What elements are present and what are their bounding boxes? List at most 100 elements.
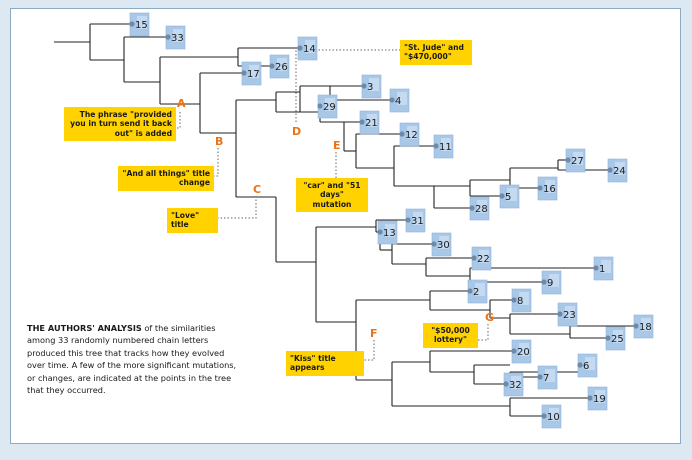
leaf-node-dot bbox=[165, 34, 171, 40]
letter-page-icon bbox=[397, 92, 407, 105]
chain-letter-5: 5 bbox=[499, 184, 520, 209]
leaf-node-dot bbox=[241, 70, 247, 76]
chain-letter-31: 31 bbox=[405, 208, 426, 233]
letter-page-icon bbox=[545, 369, 555, 382]
letter-page-icon bbox=[367, 114, 377, 127]
letter-page-icon bbox=[549, 274, 559, 287]
leaf-node-dot bbox=[433, 143, 439, 149]
letter-page-icon bbox=[613, 330, 623, 343]
leaf-node-dot bbox=[361, 83, 367, 89]
chain-letter-2: 2 bbox=[467, 279, 488, 304]
letter-page-icon bbox=[565, 306, 575, 319]
leaf-node-dot bbox=[377, 229, 383, 235]
callout-a: The phrase "provided you in turn send it… bbox=[64, 107, 176, 141]
letter-page-icon bbox=[173, 29, 183, 42]
leaf-node-dot bbox=[469, 205, 475, 211]
leaf-node-dot bbox=[577, 362, 583, 368]
leaf-node-dot bbox=[541, 279, 547, 285]
leaf-label: 5 bbox=[505, 192, 511, 203]
leaf-label: 32 bbox=[509, 380, 522, 391]
node-label-a: A bbox=[177, 97, 186, 110]
leaf-label: 8 bbox=[517, 296, 523, 307]
leaf-label: 19 bbox=[593, 394, 606, 405]
leaf-label: 1 bbox=[599, 264, 605, 275]
leaf-label: 26 bbox=[275, 62, 288, 73]
leaf-node-dot bbox=[605, 335, 611, 341]
letter-page-icon bbox=[549, 408, 559, 421]
leaf-label: 9 bbox=[547, 278, 553, 289]
letter-page-icon bbox=[413, 212, 423, 225]
leaf-node-dot bbox=[537, 374, 543, 380]
leaf-label: 16 bbox=[543, 184, 556, 195]
leaf-label: 12 bbox=[405, 130, 418, 141]
chain-letter-4: 4 bbox=[389, 88, 410, 113]
callout-g: "$50,000 lottery" bbox=[423, 323, 478, 348]
chain-letter-18: 18 bbox=[633, 314, 654, 339]
leaf-node-dot bbox=[317, 103, 323, 109]
chain-letter-21: 21 bbox=[359, 110, 380, 135]
callout-leader-lines bbox=[176, 49, 489, 361]
chain-letter-33: 33 bbox=[165, 25, 186, 50]
leaf-node-dot bbox=[467, 288, 473, 294]
chain-letter-8: 8 bbox=[511, 288, 532, 313]
letter-page-icon bbox=[477, 200, 487, 213]
chain-letter-30: 30 bbox=[431, 232, 452, 257]
leaf-node-dot bbox=[587, 395, 593, 401]
figure-caption: THE AUTHORS' ANALYSIS of the similaritie… bbox=[27, 322, 237, 397]
letter-page-icon bbox=[439, 236, 449, 249]
leaf-label: 13 bbox=[383, 228, 396, 239]
leaf-node-dot bbox=[633, 323, 639, 329]
chain-letter-23: 23 bbox=[557, 302, 578, 327]
leaf-label: 6 bbox=[583, 361, 589, 372]
chain-letter-25: 25 bbox=[605, 326, 626, 351]
letter-page-icon bbox=[137, 16, 147, 29]
leaf-label: 18 bbox=[639, 322, 652, 333]
leaf-node-dot bbox=[607, 167, 613, 173]
node-label-f: F bbox=[370, 327, 378, 340]
leaf-label: 29 bbox=[323, 102, 336, 113]
leaf-label: 21 bbox=[365, 118, 378, 129]
letter-page-icon bbox=[519, 292, 529, 305]
chain-letter-16: 16 bbox=[537, 176, 558, 201]
chain-letter-15: 15 bbox=[129, 12, 150, 37]
letter-page-icon bbox=[615, 162, 625, 175]
leaf-label: 30 bbox=[437, 240, 450, 251]
leaf-node-dot bbox=[269, 63, 275, 69]
letter-page-icon bbox=[369, 78, 379, 91]
callout-c: "Love" title bbox=[167, 208, 218, 233]
node-label-e: E bbox=[333, 139, 341, 152]
leaf-label: 4 bbox=[395, 96, 401, 107]
leaf-node-dot bbox=[593, 265, 599, 271]
chain-letter-26: 26 bbox=[269, 54, 290, 79]
chain-letter-14: 14 bbox=[297, 36, 318, 61]
chain-letter-20: 20 bbox=[511, 339, 532, 364]
chain-letter-6: 6 bbox=[577, 353, 598, 378]
node-label-g: G bbox=[485, 311, 494, 324]
letter-page-icon bbox=[595, 390, 605, 403]
chain-letter-27: 27 bbox=[565, 148, 586, 173]
letter-page-icon bbox=[511, 376, 521, 389]
caption-body: of the similarities among 33 randomly nu… bbox=[27, 323, 237, 396]
leaf-label: 20 bbox=[517, 347, 530, 358]
mutation-nodes: A B C D E F G bbox=[177, 97, 494, 340]
letter-page-icon bbox=[441, 138, 451, 151]
leaf-letters: 1533142617342921121127241652831133022192… bbox=[129, 12, 654, 429]
callout-f: "Kiss" title appears bbox=[286, 351, 364, 376]
leaf-node-dot bbox=[389, 97, 395, 103]
leaf-label: 10 bbox=[547, 412, 560, 423]
leaf-node-dot bbox=[431, 241, 437, 247]
leaf-node-dot bbox=[503, 381, 509, 387]
chain-letter-9: 9 bbox=[541, 270, 562, 295]
letter-page-icon bbox=[407, 126, 417, 139]
letter-page-icon bbox=[507, 188, 517, 201]
chain-letter-7: 7 bbox=[537, 365, 558, 390]
leaf-node-dot bbox=[359, 119, 365, 125]
leaf-label: 27 bbox=[571, 156, 584, 167]
chain-letter-3: 3 bbox=[361, 74, 382, 99]
leaf-label: 15 bbox=[135, 20, 148, 31]
leaf-label: 11 bbox=[439, 142, 452, 153]
chain-letter-32: 32 bbox=[503, 372, 524, 397]
letter-page-icon bbox=[277, 58, 287, 71]
leaf-node-dot bbox=[399, 131, 405, 137]
letter-page-icon bbox=[601, 260, 611, 273]
